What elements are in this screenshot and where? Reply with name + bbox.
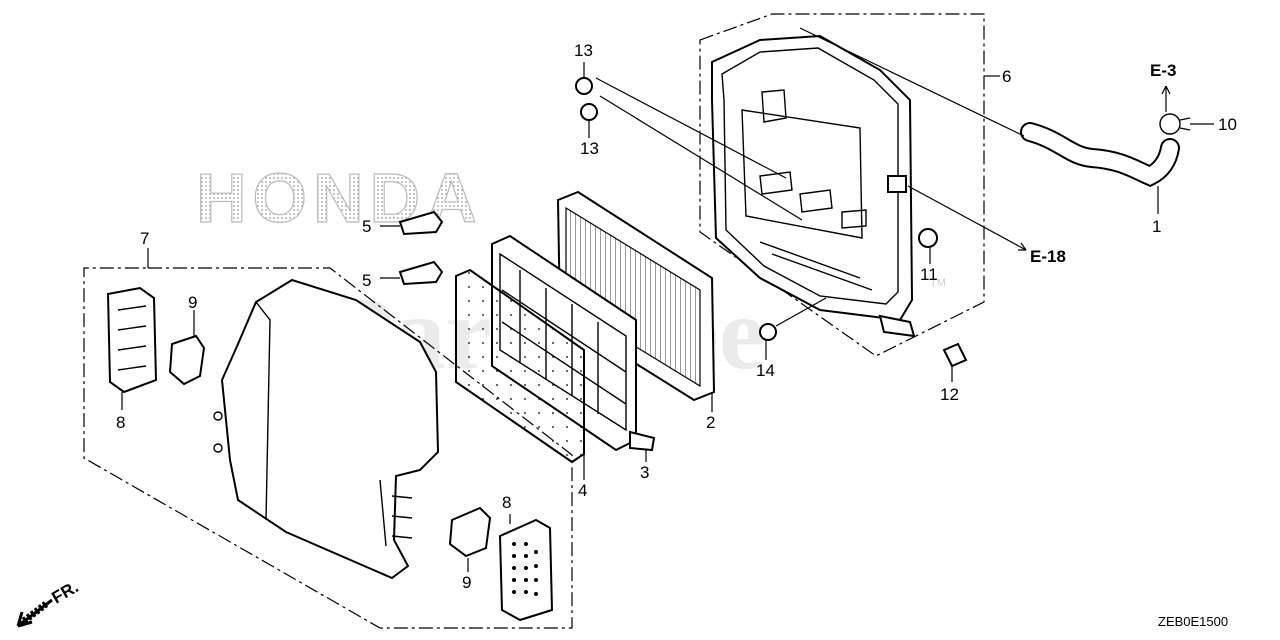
callout-9-lower: 9	[462, 573, 471, 592]
grommet	[918, 228, 938, 248]
callout-7: 7	[140, 229, 149, 248]
callout-13-upper: 13	[574, 41, 593, 60]
flange-nut-lower	[580, 103, 598, 121]
callout-5-lower: 5	[362, 271, 371, 290]
callout-11: 11	[920, 265, 938, 284]
tube-clip	[1159, 113, 1191, 135]
air-cleaner-cover	[213, 278, 440, 580]
callout-1: 1	[1152, 217, 1161, 236]
case-group-outline	[699, 13, 985, 357]
air-cleaner-case	[711, 34, 916, 338]
front-direction-label: FR.	[49, 577, 82, 607]
latch-clip-upper	[168, 334, 206, 386]
callout-8-lower: 8	[502, 493, 511, 512]
callout-12: 12	[940, 385, 959, 404]
flange-bolt	[759, 297, 827, 341]
diagram-code: ZEB0E1500	[1158, 614, 1228, 629]
callout-3: 3	[640, 463, 649, 482]
callout-13-lower: 13	[580, 139, 599, 158]
callout-8-upper: 8	[116, 413, 125, 432]
clamp-upper	[398, 210, 444, 236]
callout-5-upper: 5	[362, 217, 371, 236]
callout-10: 10	[1218, 115, 1237, 134]
cover-latch-upper	[106, 286, 158, 394]
cover-group-outline	[83, 267, 573, 629]
callout-2: 2	[706, 413, 715, 432]
cover-latch-lower	[498, 518, 554, 622]
leader-lines	[121, 27, 1214, 572]
ref-e3: E-3	[1150, 61, 1176, 80]
callout-9-upper: 9	[188, 293, 197, 312]
callout-6: 6	[1002, 67, 1011, 86]
latch-clip-lower	[448, 506, 492, 558]
callout-14: 14	[756, 361, 775, 380]
watermark-trademark: TM	[930, 277, 946, 289]
clamp-lower	[398, 260, 444, 286]
flange-nut-upper	[575, 77, 593, 95]
front-direction-arrow-icon	[16, 598, 53, 628]
drain-cap	[942, 342, 968, 368]
ref-e18: E-18	[1030, 247, 1066, 266]
callout-4: 4	[578, 481, 587, 500]
honda-brand-text: HONDA	[196, 159, 483, 237]
